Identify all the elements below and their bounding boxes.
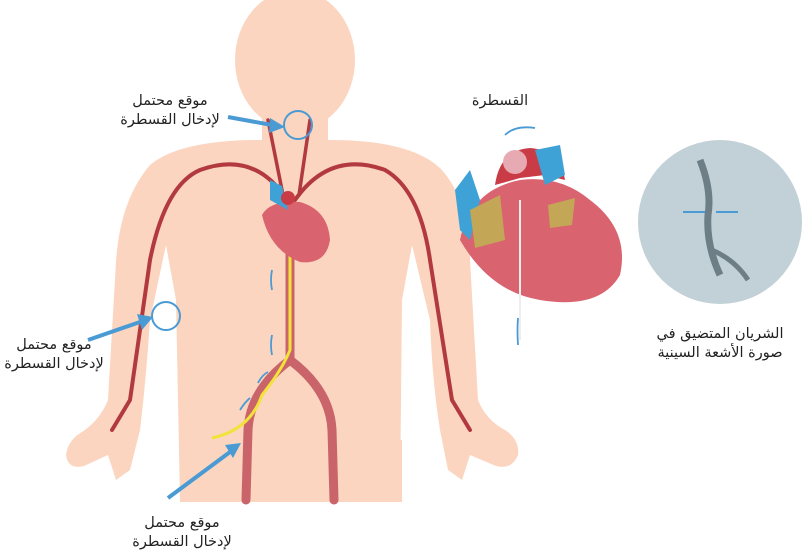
xray-label-line2: صورة الأشعة السينية xyxy=(640,344,800,363)
arm-site-marker xyxy=(152,302,180,330)
arm-site-label-line2: لإدخال القسطرة xyxy=(0,355,108,374)
arm-site-label-line1: موقع محتمل xyxy=(0,336,108,355)
neck-site-label-line2: لإدخال القسطرة xyxy=(100,111,240,130)
large-heart xyxy=(455,145,622,340)
groin-site-label-line1: موقع محتمل xyxy=(112,514,252,533)
xray-label-line1: الشريان المتضيق في xyxy=(640,325,800,344)
xray-label: الشريان المتضيق في صورة الأشعة السينية xyxy=(640,325,800,363)
groin-site-label-line2: لإدخال القسطرة xyxy=(112,533,252,552)
groin-site-label: موقع محتمل لإدخال القسطرة xyxy=(112,514,252,552)
neck-site-label: موقع محتمل لإدخال القسطرة xyxy=(100,92,240,130)
body-lower-cut xyxy=(180,440,402,502)
arm-site-label: موقع محتمل لإدخال القسطرة xyxy=(0,336,108,374)
catheter-label-text: القسطرة xyxy=(440,92,560,111)
xray-inset xyxy=(638,140,802,304)
catheter-label: القسطرة xyxy=(440,92,560,111)
neck-site-label-line1: موقع محتمل xyxy=(100,92,240,111)
